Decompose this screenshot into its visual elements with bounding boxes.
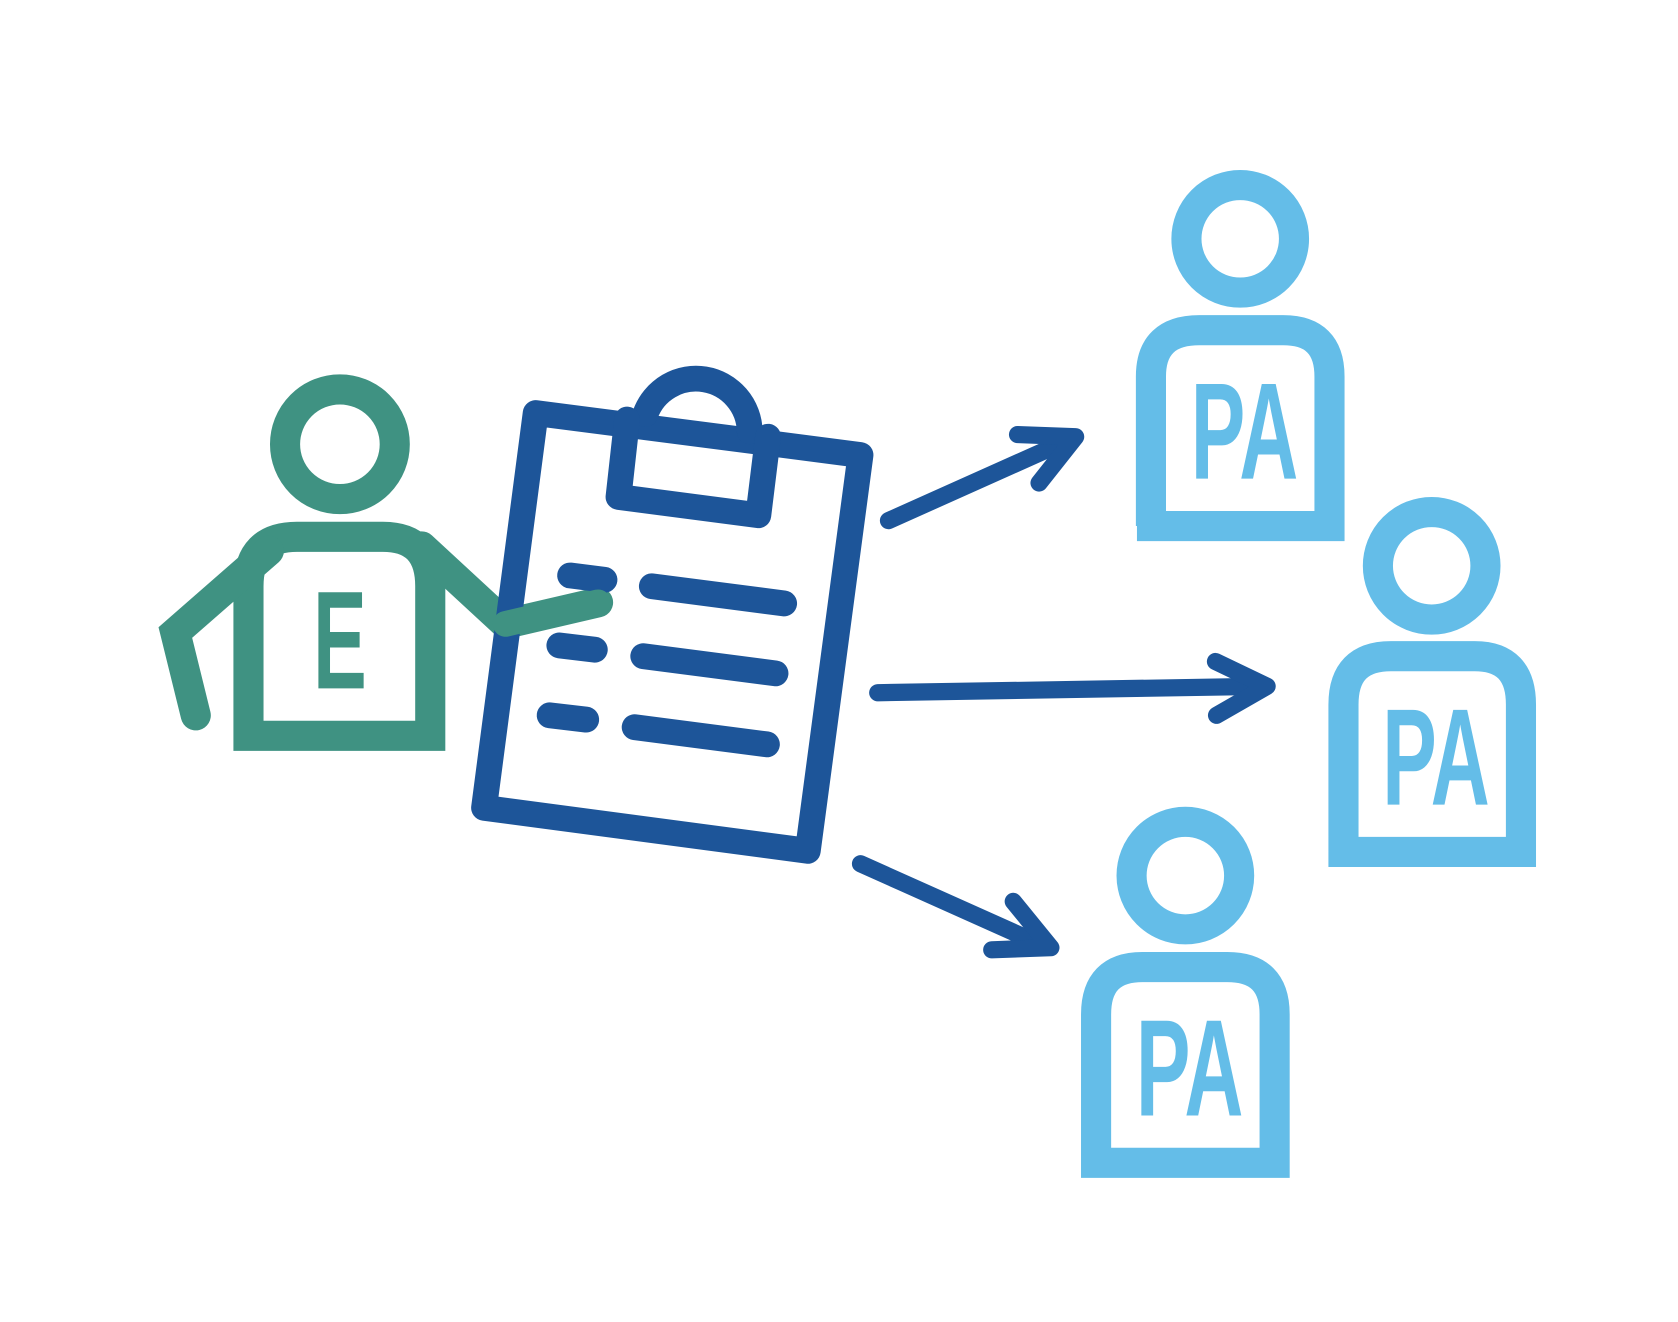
clipboard-clip [605,406,781,529]
participant-3-label: PA [1136,991,1244,1145]
arrow-to-participant-1-icon [879,425,1085,530]
evaluator-left-arm [158,535,284,731]
evaluator-hand [492,589,611,637]
arrow-to-participant-2-icon [869,652,1276,724]
clipboard-board [471,400,874,864]
participant-2 [1328,496,1537,867]
evaluator-head [269,374,410,515]
arrows [851,425,1276,959]
participant-1-label: PA [1191,355,1299,509]
arrow-to-participant-3-icon [851,855,1060,959]
checklist-lines [536,562,798,758]
evaluator-label: E [313,561,367,718]
participant-1 [1135,169,1345,542]
participant-2-label: PA [1382,681,1490,835]
participant-3 [1081,806,1290,1178]
clipboard-clip-ring [632,365,763,445]
clipboard-icon [471,365,874,864]
